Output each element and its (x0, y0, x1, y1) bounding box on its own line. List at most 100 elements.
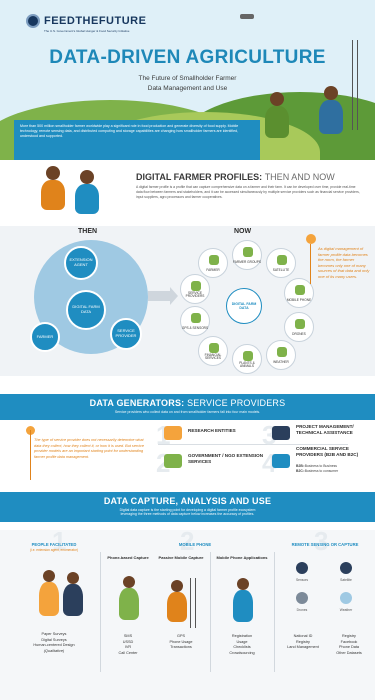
capture-remote-list-a: National ID Registry Land Management (280, 634, 326, 651)
satellite-icon (340, 562, 352, 574)
now-node: WEATHER (266, 340, 296, 370)
profiles-title-bold: DIGITAL FARMER PROFILES: (136, 172, 263, 182)
enumerator-illustration (38, 570, 60, 626)
page-title: DATA-DRIVEN AGRICULTURE (49, 47, 326, 68)
capture-people-column: PEOPLE FACILITATED (i.e. extension agent… (14, 534, 94, 553)
capture-remote-column: REMOTE SENSING OR CAPTURE (280, 534, 370, 547)
generator-project-management: PROJECT MANAGEMENT/ TECHNICAL ASSISTANCE (296, 424, 354, 435)
drone-icon (240, 14, 254, 19)
research-chart-icon (164, 426, 182, 440)
note-divider (310, 244, 311, 284)
now-node: MOBILE PHONE (284, 278, 314, 308)
capture-passive-list: GPS Phone Usage Transactions (156, 634, 206, 651)
farmer-illustration (166, 580, 188, 630)
sensor-icon (296, 562, 308, 574)
now-center-node: DIGITAL FARM DATA (226, 288, 262, 324)
column-divider (210, 552, 211, 672)
generators-subtitle: Service providers who collect data on an… (114, 410, 261, 414)
item-number: 3 (314, 526, 329, 556)
subtitle-line: Data Management and Use (147, 84, 228, 92)
profiles-title-thin: THEN AND NOW (264, 172, 335, 182)
list-item: IVR (124, 645, 132, 649)
now-node: GPS & SENSORS (180, 306, 210, 336)
store-icon (272, 454, 290, 468)
list-item: Digital Surveys (41, 637, 67, 642)
list-item: (Qualitative) (43, 648, 65, 653)
list-item: Phone Data (338, 645, 360, 649)
then-node-extension-agent: EXTENSION AGENT (64, 246, 98, 280)
capture-subtitle-line: leveraging the three methods of data cap… (120, 512, 255, 516)
drone-icon (296, 592, 308, 604)
list-item: Other Datasets (336, 650, 362, 655)
now-node: DRONES (284, 312, 314, 342)
list-item: Registry (342, 634, 356, 638)
farmer-illustration (262, 92, 292, 152)
list-item: Paper Surveys (41, 632, 67, 636)
list-item: National ID (293, 634, 313, 638)
then-to-now-arrow (148, 287, 178, 305)
list-item: Facebook (340, 639, 358, 644)
now-label: NOW (234, 228, 252, 235)
generators-title: DATA GENERATORS: SERVICE PROVIDERS (0, 394, 375, 408)
capture-subtitle: Digital data capture is the starting poi… (0, 508, 375, 516)
capture-apps-list: Registration Usage Checklists Crowdsourc… (214, 634, 270, 656)
list-item: Phone Usage (169, 639, 193, 644)
item-number: 2 (180, 526, 195, 556)
list-item: GPS (176, 634, 186, 638)
generators-note: The type of service provider does not ne… (34, 438, 144, 459)
profiles-description: A digital farmer profile is a profile th… (136, 185, 360, 199)
page-subtitle: The Future of Smallholder Farmer Data Ma… (0, 74, 375, 94)
capture-people-head: PEOPLE FACILITATED (31, 542, 77, 547)
farmer-illustration (72, 170, 102, 222)
list-item: Human-centered Design (33, 643, 75, 647)
list-item: Registry (296, 639, 310, 644)
generator-government: GOVERNMENT / NGO EXTENSION SERVICES (188, 453, 264, 464)
now-node: FARMER (198, 248, 228, 278)
usaid-seal-icon (26, 14, 40, 28)
capture-passive-title: Passive Mobile Capture (158, 555, 204, 560)
satellite-label: Satellite (340, 578, 352, 582)
capture-apps-title: Mobile Phone Applications (216, 555, 268, 560)
now-node: SATELLITE (266, 248, 296, 278)
column-divider (100, 552, 101, 672)
capture-phone-based-list: SMS USSD IVR Call Center (104, 634, 152, 656)
b2b-text: =Business to Business (302, 464, 338, 468)
generator-commercial: COMMERCIAL SERVICE PROVIDERS (B2B AND B2… (296, 446, 359, 457)
logo-subtitle: The U.S. Government's Global Hunger & Fo… (44, 29, 130, 33)
cell-tower-icon (190, 578, 196, 628)
now-node: SERVICE PROVIDERS (180, 274, 210, 304)
feed-the-future-logo: FEEDTHEFUTURE (26, 14, 146, 28)
farmer-illustration (38, 166, 68, 222)
list-item: Registration (231, 634, 253, 638)
hero-banner: FEEDTHEFUTURE The U.S. Government's Glob… (0, 0, 375, 160)
capture-people-list: Paper Surveys Digital Surveys Human-cent… (14, 632, 94, 654)
b2c-text: =Business to consumer (302, 469, 339, 474)
profiles-note: As digital management of farmer profile … (318, 246, 370, 279)
list-item: Crowdsourcing (229, 650, 255, 655)
weather-label: Weather (339, 608, 353, 612)
intro-text-box: More than 500 million smallholder farmer… (14, 120, 260, 160)
list-item: Usage (236, 639, 248, 644)
generators-band: DATA GENERATORS: SERVICE PROVIDERS Servi… (0, 394, 375, 420)
cell-tower-icon (352, 40, 358, 130)
capture-mobile-column: MOBILE PHONE (120, 534, 270, 547)
list-item: Call Center (118, 650, 138, 655)
b2b-abbrev: B2B (296, 464, 303, 468)
sensors-label: Sensors (295, 578, 309, 582)
list-item: Checklists (233, 645, 251, 649)
now-node: PLANTS & ANIMALS (232, 344, 262, 374)
farmer-illustration (316, 86, 346, 148)
item-number: 1 (52, 526, 67, 556)
capture-people-sub: (i.e. extension agent, enumerator) (30, 548, 78, 553)
now-node: FINANCIAL SERVICES (198, 336, 228, 366)
column-divider (274, 552, 275, 672)
list-item: SMS (123, 634, 133, 638)
generators-title-bold: DATA GENERATORS: (89, 398, 185, 408)
then-label: THEN (78, 228, 98, 235)
then-node-service-provider: SERVICE PROVIDER (110, 318, 142, 350)
divider (158, 444, 348, 445)
list-item: Transactions (170, 645, 192, 649)
capture-subtitle-line: Digital data capture is the starting poi… (119, 508, 256, 512)
capture-title: DATA CAPTURE, ANALYSIS AND USE (103, 496, 272, 506)
